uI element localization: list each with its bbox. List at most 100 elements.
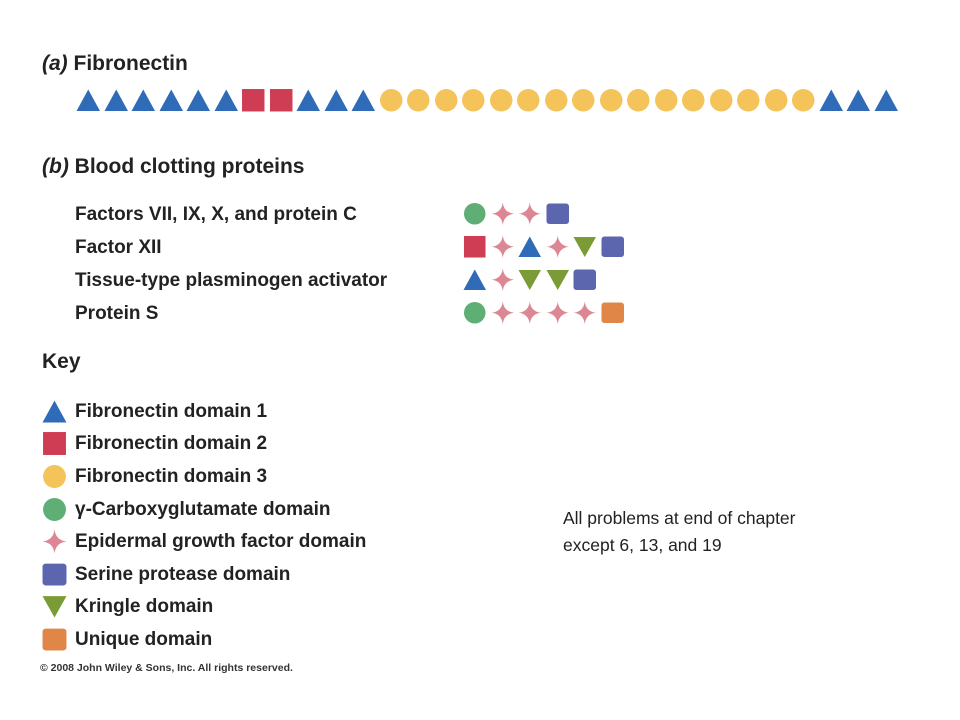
assignment-note: All problems at end of chapter except 6,… <box>563 505 796 559</box>
inverted-triangle-icon <box>518 269 542 291</box>
circle-icon <box>379 89 402 112</box>
key-item-serine-protease-domain: Serine protease domain <box>42 562 290 587</box>
circle-icon <box>42 497 67 522</box>
circle-icon <box>654 89 677 112</box>
circle-icon <box>43 465 66 488</box>
star-icon <box>490 301 514 325</box>
section-b-tag: (b) <box>42 155 69 178</box>
rounded-square-icon <box>573 269 597 291</box>
triangle-icon <box>463 269 487 291</box>
key-item-fibronectin-domain-1: Fibronectin domain 1 <box>42 399 267 424</box>
circle-icon <box>43 498 66 521</box>
triangle-icon <box>159 89 183 111</box>
triangle-icon <box>104 89 128 111</box>
rounded-square-icon <box>600 236 624 258</box>
key-label: Fibronectin domain 1 <box>75 400 268 422</box>
protein-label-protein-s: Protein S <box>75 303 159 324</box>
triangle-icon <box>819 89 843 111</box>
key-label: Epidermal growth factor domain <box>75 530 367 552</box>
triangle-icon <box>131 89 155 111</box>
triangle-icon <box>76 89 100 111</box>
triangle-icon <box>186 89 210 111</box>
protein-row-protein-s <box>463 301 624 325</box>
circle-icon <box>682 89 705 112</box>
section-b-title: Blood clotting proteins <box>74 155 305 178</box>
triangle-icon <box>874 89 898 111</box>
star-icon <box>518 301 542 325</box>
key-item-fibronectin-domain-3: Fibronectin domain 3 <box>42 464 267 489</box>
circle-icon <box>599 89 622 112</box>
square-icon <box>269 89 292 112</box>
rounded-square-icon <box>42 627 67 652</box>
copyright-text: © 2008 John Wiley & Sons, Inc. All right… <box>40 662 293 674</box>
circle-icon <box>627 89 650 112</box>
star-icon <box>490 202 514 226</box>
star-icon <box>490 268 514 292</box>
star-icon <box>545 301 569 325</box>
circle-icon <box>407 89 430 112</box>
rounded-square-icon <box>42 563 67 586</box>
inverted-triangle-icon <box>545 269 569 291</box>
circle-icon <box>572 89 595 112</box>
square-icon <box>242 89 265 112</box>
key-label: Kringle domain <box>75 595 214 617</box>
triangle-icon <box>296 89 320 111</box>
note-line-1: All problems at end of chapter <box>563 508 796 528</box>
rounded-square-icon <box>42 628 67 651</box>
triangle-icon <box>351 89 375 111</box>
key-title: Key <box>42 350 81 373</box>
circle-icon <box>489 89 512 112</box>
section-a-heading: (a) Fibronectin <box>42 52 188 76</box>
triangle-icon <box>42 400 67 423</box>
key-label: Serine protease domain <box>75 563 291 585</box>
circle-icon <box>764 89 787 112</box>
triangle-icon <box>518 236 542 258</box>
circle-icon <box>434 89 457 112</box>
protein-row-factors-vii-ix-x <box>463 202 569 226</box>
fibronectin-domain-row <box>76 88 898 113</box>
triangle-icon <box>214 89 238 111</box>
circle-icon <box>709 89 732 112</box>
triangle-icon <box>42 399 67 424</box>
protein-label-factor-xii: Factor XII <box>75 237 162 258</box>
protein-row-tissue-plasminogen-activator <box>463 268 597 292</box>
inverted-triangle-icon <box>573 236 597 258</box>
key-label: Fibronectin domain 3 <box>75 465 268 487</box>
rounded-square-icon <box>600 302 624 324</box>
square-icon <box>43 432 66 455</box>
star-icon <box>42 529 67 554</box>
rounded-square-icon <box>545 203 569 225</box>
circle-icon <box>792 89 815 112</box>
star-icon <box>518 202 542 226</box>
circle-icon <box>463 202 486 225</box>
rounded-square-icon <box>42 562 67 587</box>
circle-icon <box>42 464 67 489</box>
circle-icon <box>463 301 486 324</box>
circle-icon <box>544 89 567 112</box>
triangle-icon <box>846 89 870 111</box>
square-icon <box>42 431 67 456</box>
star-icon <box>42 529 67 554</box>
key-label: Unique domain <box>75 628 213 650</box>
circle-icon <box>462 89 485 112</box>
star-icon <box>573 301 597 325</box>
star-icon <box>490 235 514 259</box>
protein-row-factor-xii <box>463 235 624 259</box>
key-label: γ-Carboxyglutamate domain <box>75 498 331 520</box>
circle-icon <box>517 89 540 112</box>
circle-icon <box>737 89 760 112</box>
note-line-2: except 6, 13, and 19 <box>563 535 722 555</box>
section-a-tag: (a) <box>42 52 68 75</box>
key-item-carboxyglutamate-domain: γ-Carboxyglutamate domain <box>42 497 331 522</box>
key-label: Fibronectin domain 2 <box>75 432 268 454</box>
triangle-icon <box>324 89 348 111</box>
square-icon <box>463 235 486 258</box>
key-item-unique-domain: Unique domain <box>42 627 212 652</box>
inverted-triangle-icon <box>42 594 67 619</box>
protein-label-factors-vii-ix-x: Factors VII, IX, X, and protein C <box>75 204 357 225</box>
key-item-kringle-domain: Kringle domain <box>42 594 213 619</box>
protein-label-tissue-plasminogen-activator: Tissue-type plasminogen activator <box>75 270 388 291</box>
section-b-heading: (b) Blood clotting proteins <box>42 155 304 179</box>
star-icon <box>545 235 569 259</box>
inverted-triangle-icon <box>42 596 67 618</box>
